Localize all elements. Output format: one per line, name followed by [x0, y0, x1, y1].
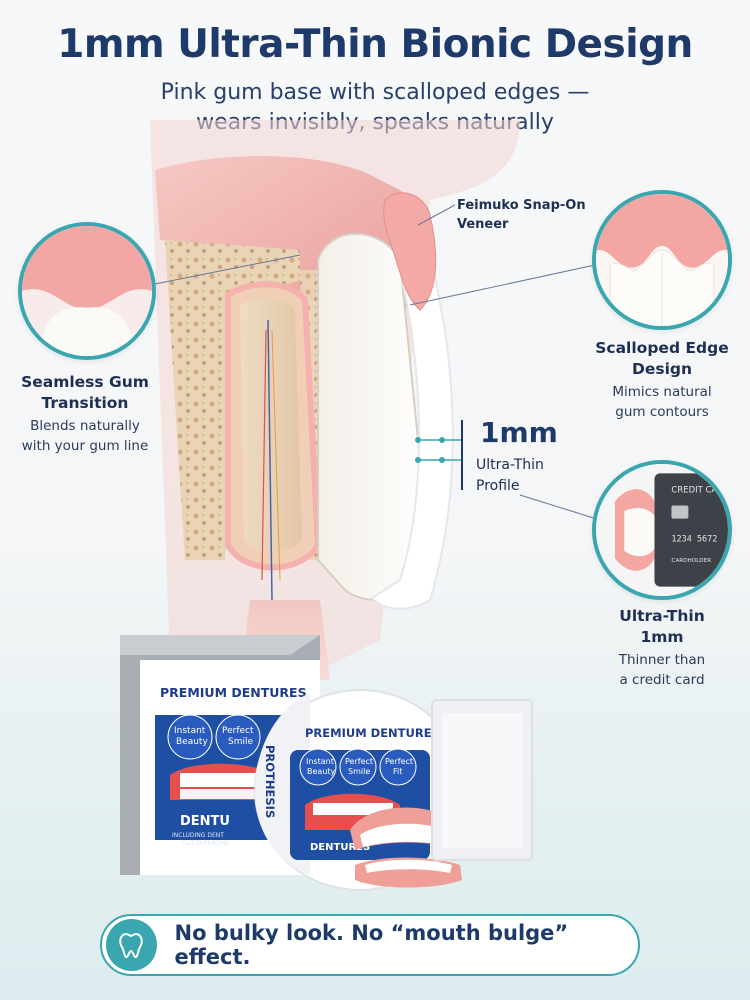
credit-card-illustration: CREDIT CAR 1234 5672 CARDHOLDER: [596, 464, 728, 596]
subtitle-line-1: Pink gum base with scalloped edges —: [160, 80, 590, 105]
gum-heading-line-2: Transition: [41, 394, 129, 412]
jar-badge-3-line-1: Perfect: [385, 757, 413, 766]
bottom-banner: No bulky look. No “mouth bulge” effect.: [100, 914, 640, 976]
gum-transition-heading: Seamless Gum Transition: [10, 372, 160, 414]
scalloped-closeup-illustration: [596, 194, 728, 326]
scalloped-edge-callout: Scalloped Edge Design Mimics natural gum…: [578, 338, 746, 422]
veneer-label: Feimuko Snap-On Veneer: [457, 196, 586, 234]
thickness-label-line-2: Profile: [476, 478, 520, 494]
card-number-text: 1234 5672: [671, 533, 717, 543]
gum-desc-line-1: Blends naturally: [30, 418, 140, 434]
box-small-2: GUTTA-PERCHA: [182, 840, 229, 847]
gum-transition-description: Blends naturally with your gum line: [10, 416, 160, 456]
gum-transition-callout: Seamless Gum Transition Blends naturally…: [10, 372, 160, 456]
jar-badge-1-line-1: Instant: [306, 757, 334, 766]
jar-badge-3-line-2: Fit: [393, 767, 402, 776]
box-badge-1-line-2: Beauty: [176, 737, 208, 747]
ultra-thin-heading: Ultra-Thin 1mm: [585, 606, 739, 648]
gum-heading-line-1: Seamless Gum: [21, 373, 149, 391]
edge-heading-line-2: Design: [631, 360, 693, 378]
thickness-label: Ultra-Thin Profile: [476, 455, 544, 497]
thin-heading-line-1: Ultra-Thin: [619, 607, 705, 625]
ultra-thin-callout: Ultra-Thin 1mm Thinner than a credit car…: [585, 606, 739, 690]
edge-desc-line-2: gum contours: [615, 404, 709, 420]
jar-title: PREMIUM DENTURES: [305, 726, 440, 740]
thickness-label-line-1: Ultra-Thin: [476, 457, 544, 473]
thickness-value: 1mm: [480, 416, 558, 449]
veneer-label-line-1: Feimuko Snap-On: [457, 198, 586, 213]
edge-heading-line-1: Scalloped Edge: [595, 339, 729, 357]
card-title-text: CREDIT CAR: [671, 484, 723, 494]
card-holder-text: CARDHOLDER: [671, 558, 711, 564]
box-small-1: INCLUDING DENT: [172, 832, 224, 839]
box-brand: DENTU: [180, 814, 230, 829]
gum-transition-closeup: [18, 222, 156, 360]
gum-closeup-illustration: [22, 226, 152, 356]
jar-side-text: PROTHESIS: [263, 745, 277, 818]
jar-badge-1-line-2: Beauty: [307, 767, 336, 776]
jar-badge-2-line-1: Perfect: [345, 757, 373, 766]
page-title: 1mm Ultra-Thin Bionic Design: [57, 22, 693, 67]
product-packaging-illustration: PREMIUM DENTURES Instant Beauty Perfect …: [120, 635, 533, 891]
scalloped-edge-heading: Scalloped Edge Design: [578, 338, 746, 380]
thin-desc-line-1: Thinner than: [618, 652, 706, 668]
edge-desc-line-1: Mimics natural: [612, 384, 712, 400]
box-title: PREMIUM DENTURES: [160, 685, 307, 700]
jar-bottom-text: DENTURES: [310, 842, 370, 853]
thin-desc-line-2: a credit card: [619, 672, 705, 688]
veneer-label-line-2: Veneer: [457, 217, 509, 232]
thin-heading-line-2: 1mm: [640, 628, 684, 646]
banner-text: No bulky look. No “mouth bulge” effect.: [174, 921, 569, 969]
box-badge-2-line-2: Smile: [228, 737, 253, 747]
box-badge-2-line-1: Perfect: [222, 726, 254, 736]
credit-card-comparison-closeup: CREDIT CAR 1234 5672 CARDHOLDER: [592, 460, 732, 600]
gum-desc-line-2: with your gum line: [21, 438, 149, 454]
tooth-cross-section-illustration: [149, 120, 601, 680]
tooth-icon: [106, 919, 157, 971]
scalloped-edge-closeup: [592, 190, 732, 330]
scalloped-edge-description: Mimics natural gum contours: [578, 382, 746, 422]
ultra-thin-description: Thinner than a credit card: [585, 650, 739, 690]
box-badge-1-line-1: Instant: [174, 726, 206, 736]
jar-badge-2-line-2: Smile: [348, 767, 370, 776]
